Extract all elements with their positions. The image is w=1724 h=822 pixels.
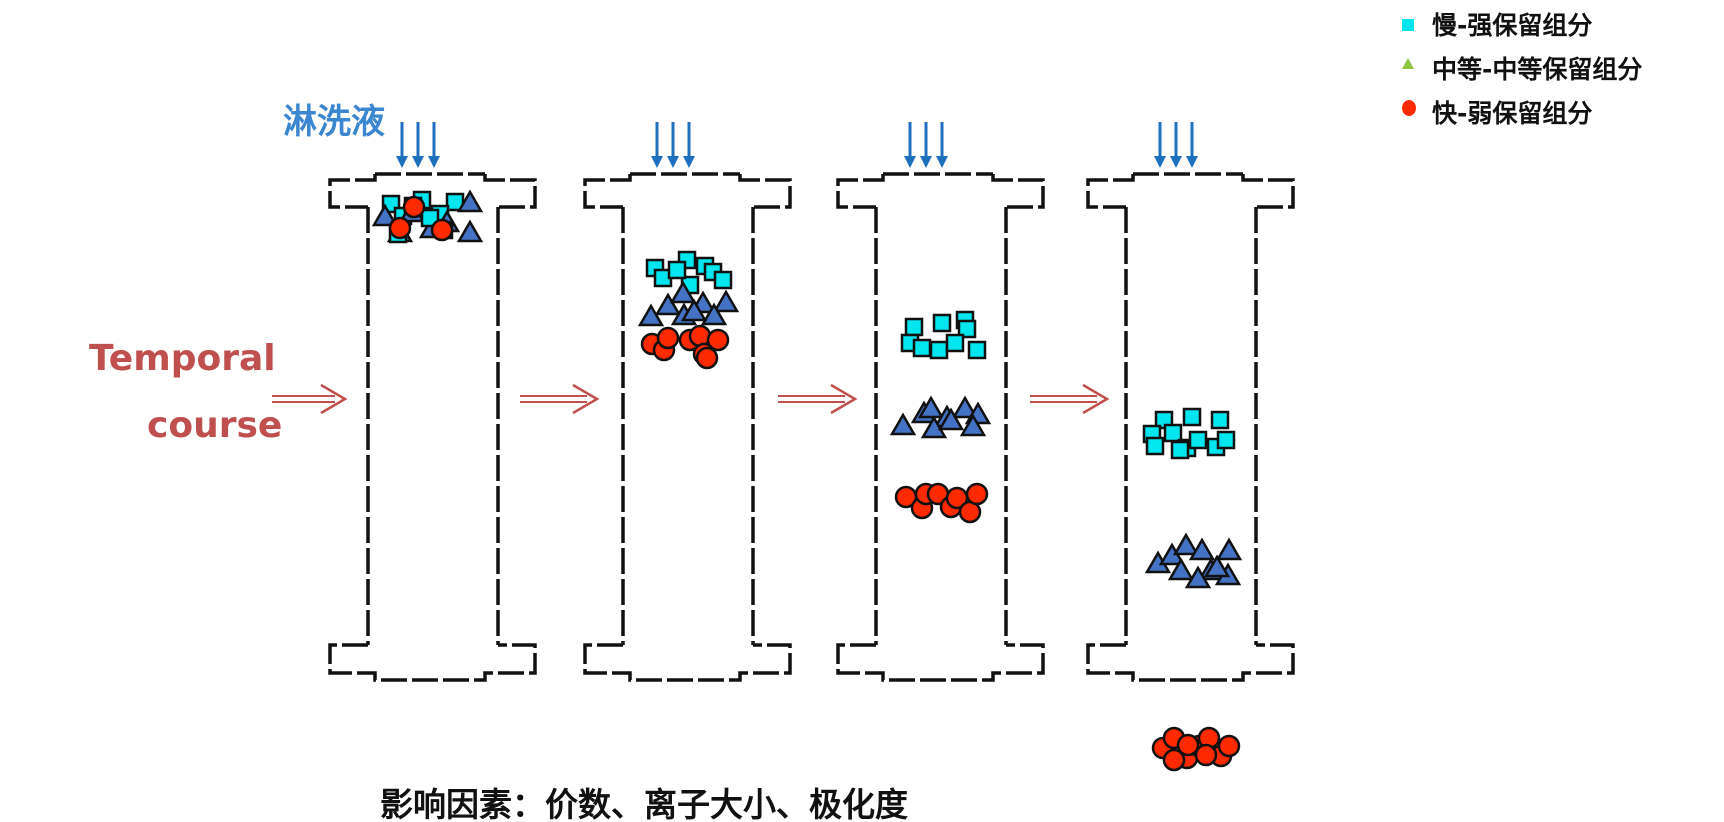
square-particle xyxy=(1163,423,1183,443)
triangle-particle xyxy=(889,412,917,436)
eluent-arrow-head-icon xyxy=(936,156,948,168)
square-particle xyxy=(713,270,733,290)
temporal-label-line1: Temporal xyxy=(89,338,276,379)
triangle-particle xyxy=(1184,565,1212,589)
double-right-arrow-icon xyxy=(1082,383,1110,415)
eluent-arrow-head-icon xyxy=(920,156,932,168)
column-3-outline-segment xyxy=(836,643,1045,682)
eluent-arrow-head-icon xyxy=(1170,156,1182,168)
triangle-particle xyxy=(456,189,484,213)
circle-particle xyxy=(656,326,680,350)
eluent-arrow-head-icon xyxy=(428,156,440,168)
square-particle xyxy=(420,208,440,228)
triangle-particle xyxy=(1215,537,1243,561)
triangle-particle xyxy=(959,413,987,437)
circle-particle xyxy=(430,218,454,242)
circle-particle xyxy=(965,482,989,506)
column-2 xyxy=(583,172,792,682)
triangle-particle xyxy=(654,292,682,316)
column-2-outline-segment xyxy=(738,174,792,209)
columns-layer xyxy=(328,172,1295,682)
column-4-outline-segment xyxy=(1241,174,1295,209)
triangle-particle xyxy=(371,203,399,227)
circle-particle xyxy=(388,216,412,240)
square-particle xyxy=(912,338,932,358)
circle-particle xyxy=(1217,734,1241,758)
square-particle xyxy=(957,319,977,339)
eluent-arrow-head-icon xyxy=(651,156,663,168)
column-2-outline-segment xyxy=(583,643,792,682)
legend-label-weak: 快-弱保留组分 xyxy=(1432,99,1592,128)
square-particle xyxy=(932,313,952,333)
circle-particle xyxy=(1194,743,1218,767)
legend-label-medium: 中等-中等保留组分 xyxy=(1432,55,1642,84)
column-3-outline-segment xyxy=(991,174,1045,209)
double-right-arrow-icon xyxy=(572,383,600,415)
circle-particle xyxy=(1162,748,1186,772)
square-particle xyxy=(1145,436,1165,456)
column-1-outline-segment xyxy=(328,174,377,209)
triangle-particle xyxy=(456,219,484,243)
column-3-outline-segment xyxy=(836,174,885,209)
eluent-arrow-head-icon xyxy=(667,156,679,168)
influencing-factors-caption: 影响因素：价数、离子大小、极化度 xyxy=(380,785,908,822)
triangle-particle xyxy=(1188,537,1216,561)
column-4 xyxy=(1086,172,1295,682)
square-particle xyxy=(1216,430,1236,450)
legend-triangle-icon xyxy=(1402,58,1414,69)
legend-square-icon xyxy=(1402,19,1414,31)
eluent-arrow-head-icon xyxy=(412,156,424,168)
square-particle xyxy=(667,260,687,280)
square-particle xyxy=(1188,430,1208,450)
double-right-arrow-icon xyxy=(830,383,858,415)
legend: 慢-强保留组分 中等-中等保留组分 快-弱保留组分 xyxy=(1402,11,1642,128)
temporal-label-line2: course xyxy=(147,405,282,446)
arrows-layer xyxy=(272,122,1198,415)
circle-particle xyxy=(402,195,426,219)
triangle-particle xyxy=(637,303,665,327)
triangle-particle xyxy=(951,395,979,419)
triangle-particle xyxy=(1172,532,1200,556)
column-1 xyxy=(328,172,537,682)
square-particle xyxy=(1170,440,1190,460)
triangle-particle xyxy=(1203,554,1231,578)
column-1-outline-segment xyxy=(328,643,537,682)
eluent-arrow-head-icon xyxy=(1154,156,1166,168)
square-particle xyxy=(904,317,924,337)
double-right-arrow-icon xyxy=(320,383,348,415)
eluent-label: 淋洗液 xyxy=(283,102,385,142)
column-2-outline-segment xyxy=(583,174,632,209)
legend-label-strong: 慢-强保留组分 xyxy=(1432,11,1592,40)
markers-layer xyxy=(371,189,1243,772)
triangle-particle xyxy=(680,298,708,322)
square-particle xyxy=(967,340,987,360)
square-particle xyxy=(1210,410,1230,430)
column-4-outline-segment xyxy=(1086,643,1295,682)
eluent-arrow-head-icon xyxy=(396,156,408,168)
triangle-particle xyxy=(712,289,740,313)
triangle-particle xyxy=(917,395,945,419)
circle-particle xyxy=(695,346,719,370)
triangle-particle xyxy=(669,280,697,304)
square-particle xyxy=(1182,407,1202,427)
triangle-particle xyxy=(1167,557,1195,581)
triangle-particle xyxy=(700,302,728,326)
circle-particle xyxy=(1176,733,1200,757)
square-particle xyxy=(945,333,965,353)
eluent-arrow-head-icon xyxy=(1186,156,1198,168)
square-particle xyxy=(929,340,949,360)
column-4-outline-segment xyxy=(1086,174,1135,209)
eluent-arrow-head-icon xyxy=(904,156,916,168)
legend-circle-icon xyxy=(1402,100,1416,116)
column-1-outline-segment xyxy=(483,174,537,209)
circle-particle xyxy=(688,324,712,348)
triangle-particle xyxy=(937,407,965,431)
column-3 xyxy=(836,172,1045,682)
eluent-arrow-head-icon xyxy=(683,156,695,168)
circle-particle xyxy=(706,328,730,352)
